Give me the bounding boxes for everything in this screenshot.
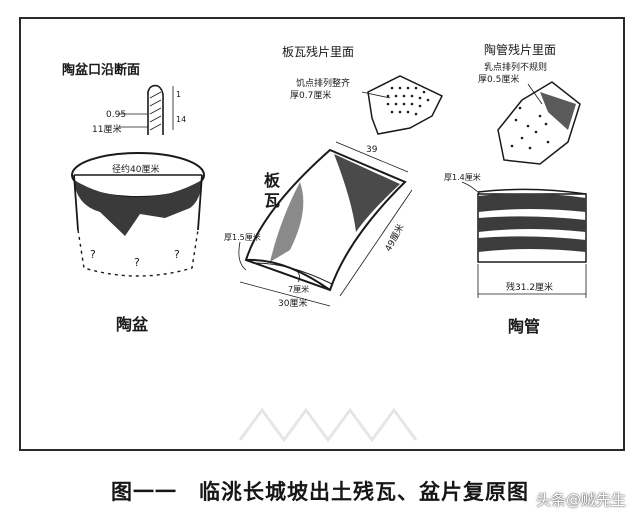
pipe-band-1	[478, 193, 586, 212]
figure-caption: 图一一 临洮长城坡出土残瓦、盆片复原图	[111, 479, 529, 504]
pot-rim-hatch	[149, 91, 162, 131]
pipe-back-title: 陶管残片里面	[484, 42, 556, 57]
tile-thickness: 厚1.5厘米	[224, 232, 261, 242]
tile-thickness-leader	[238, 241, 247, 271]
pipe-band-3	[478, 236, 586, 252]
pipe-fragment-leader	[527, 83, 543, 105]
watermark: 头条@贼先生	[535, 491, 626, 509]
tile-bottom-width: 30厘米	[278, 297, 307, 309]
tile-group: 板瓦残片里面 饥点排列整齐 厚0.7厘米 39 49厘米 30厘米 厚1.5厘米…	[224, 45, 444, 309]
pipe-fragment-dots	[510, 106, 550, 150]
tile-length: 49厘米	[382, 222, 406, 254]
tile-shade-mid	[270, 182, 304, 262]
tile-back-note: 饥点排列整齐 厚0.7厘米	[290, 77, 353, 101]
tile-length-dim	[339, 189, 413, 297]
tile-name: 板 瓦	[264, 171, 286, 210]
tile-top-width: 39	[366, 145, 378, 155]
pot-group: 陶盆口沿断面 0.95 11厘米 1 14 径约40厘米 ? ? ? 陶盆	[62, 62, 205, 334]
figure-frame	[19, 17, 625, 451]
pot-solid-wall	[73, 174, 203, 231]
pot-rim-profile	[147, 84, 164, 135]
tile-fragment	[367, 75, 444, 135]
tile-fragment-dots	[386, 86, 430, 116]
pot-q1: ?	[90, 248, 96, 261]
pipe-band-2	[478, 216, 586, 232]
tile-top-dim	[335, 141, 409, 173]
tile-fragment-leader	[361, 91, 391, 99]
tile-bottom-dim	[239, 281, 331, 307]
tile-note-line1: 饥点排列整齐	[296, 77, 350, 89]
tile-front-inner	[251, 262, 333, 285]
pipe-thickness: 厚1.4厘米	[444, 172, 481, 182]
pot-dim-b: 11厘米	[92, 123, 121, 135]
pipe-length: 残31.2厘米	[506, 281, 553, 293]
pot-shaded-band	[74, 180, 202, 236]
pipe-name: 陶管	[508, 317, 540, 336]
background-watermark-strokes	[238, 407, 418, 443]
pipe-back-note: 乳点排列不规则 厚0.5厘米	[478, 61, 550, 85]
pipe-fragment-shade	[540, 92, 576, 130]
pot-q2: ?	[134, 256, 140, 269]
pot-dotted-base	[77, 229, 199, 277]
pipe-top-edge	[477, 188, 587, 195]
tile-back-title: 板瓦残片里面	[282, 45, 354, 59]
pot-name: 陶盆	[116, 315, 149, 334]
tile-note-line2: 厚0.7厘米	[290, 89, 331, 101]
pot-dim-d: 14	[176, 115, 186, 124]
pipe-thickness-leader	[461, 181, 481, 195]
pot-dim-c: 1	[176, 90, 181, 99]
tile-edge-leader	[295, 269, 300, 283]
pot-dim-a: 0.95	[106, 110, 126, 120]
pipe-note-line1: 乳点排列不规则	[484, 61, 547, 73]
pot-section-title: 陶盆口沿断面	[62, 62, 140, 78]
pot-q3: ?	[174, 248, 180, 261]
tile-shade-top	[334, 154, 400, 232]
pot-diameter-label: 径约40厘米	[112, 163, 159, 175]
pipe-note-line2: 厚0.5厘米	[478, 73, 519, 85]
pipe-group: 陶管残片里面 乳点排列不规则 厚0.5厘米 厚1.4厘米 残31.2厘米 陶管	[444, 42, 587, 336]
tile-edge: 7厘米	[288, 284, 309, 294]
